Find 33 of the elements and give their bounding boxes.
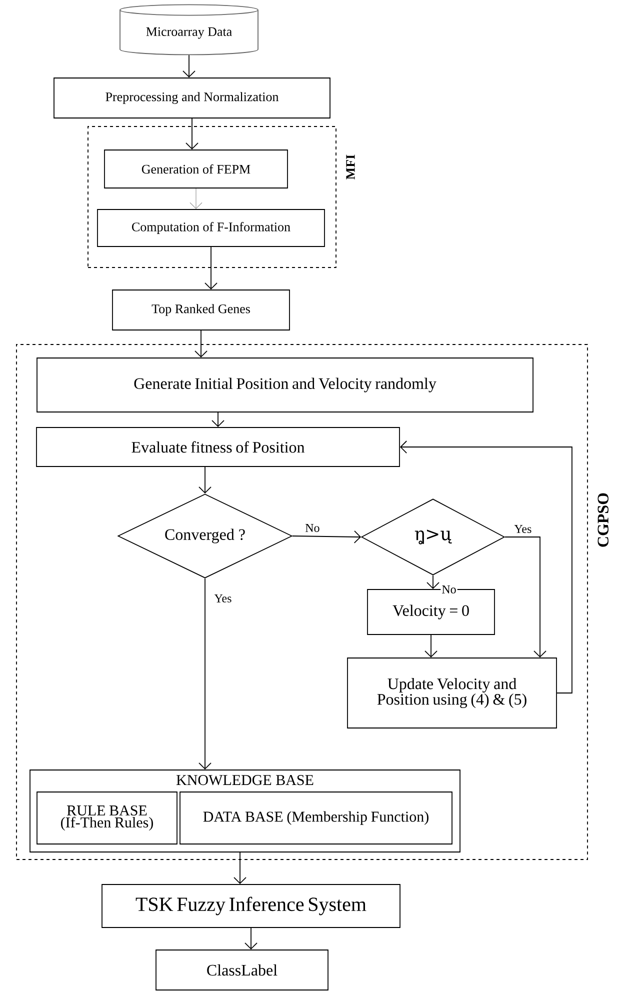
- process-box: TSK Fuzzy Inference System: [102, 884, 400, 928]
- arrow: [186, 118, 198, 150]
- edge-label: Yes: [513, 524, 533, 534]
- edge-label: No: [440, 584, 458, 594]
- arrow: [292, 530, 362, 544]
- process-box: Preprocessing and Normalization: [54, 78, 330, 118]
- arrow: [424, 634, 438, 658]
- database-cylinder: Microarray Data: [120, 4, 258, 56]
- arrow: [234, 852, 246, 884]
- process-box: Top Ranked Genes: [112, 290, 290, 330]
- process-box: Computation of F-Information: [97, 209, 325, 247]
- edge-label: No: [304, 523, 321, 533]
- arrow: [190, 188, 202, 210]
- process-box: Generation of FEPM: [104, 150, 288, 188]
- node-label: CGPSO: [598, 493, 608, 547]
- node-label: MFI: [346, 154, 355, 180]
- arrow: [182, 54, 196, 78]
- arrow: [204, 246, 218, 290]
- arrow: [194, 330, 208, 358]
- arrow: [426, 575, 440, 590]
- arrow: [212, 412, 224, 428]
- process-box: Update Velocity and Position using (4) & (5): [347, 658, 557, 728]
- arrow: [198, 466, 212, 494]
- process-box: ClassLabel: [156, 950, 328, 990]
- process-box: DATA BASE (Membership Function): [180, 792, 452, 844]
- process-box: Evaluate fitness of Position: [36, 427, 400, 467]
- arrow: [504, 536, 546, 658]
- arrow: [198, 578, 212, 770]
- arrow: [400, 440, 572, 694]
- process-box: RULE BASE (If-Then Rules): [36, 792, 178, 844]
- arrow: [244, 928, 258, 950]
- edge-label: Yes: [213, 593, 233, 604]
- process-box: Generate Initial Position and Velocity randomly: [36, 358, 534, 412]
